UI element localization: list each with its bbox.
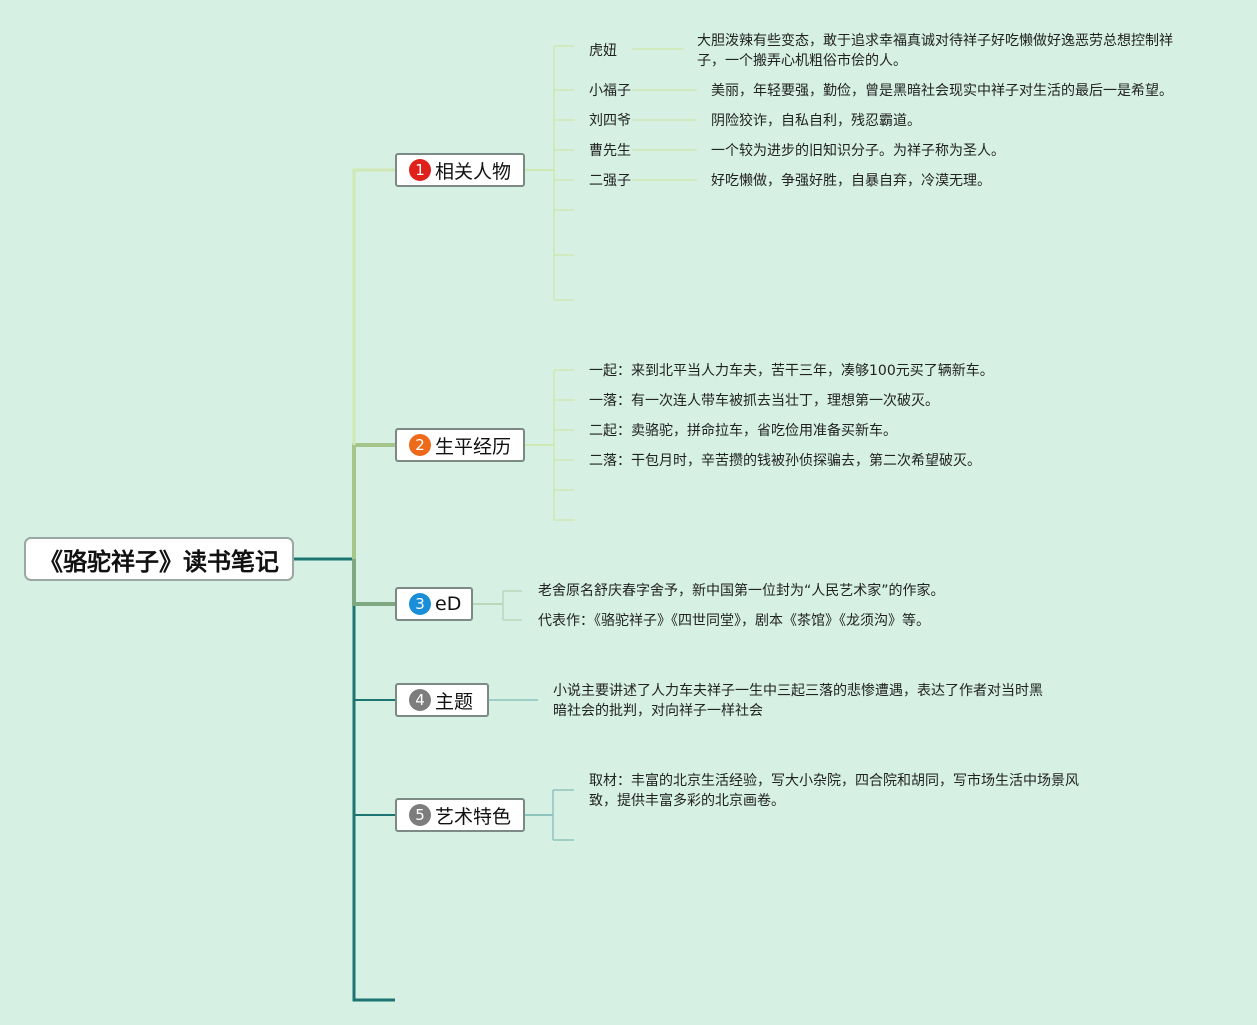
- author-info: 老舍原名舒庆春字舍予，新中国第一位封为“人民艺术家”的作家。: [538, 583, 945, 599]
- character-name: 虎妞: [589, 43, 617, 59]
- number-badge-1: 1: [409, 159, 431, 181]
- branch-label: 相关人物: [435, 160, 512, 183]
- root-topic[interactable]: 《骆驼祥子》读书笔记: [24, 537, 294, 581]
- branch-label: eD: [435, 593, 462, 615]
- number-badge-2: 2: [409, 434, 431, 456]
- branch-label: 艺术特色: [435, 805, 512, 828]
- life-event: 二落：干包月时，辛苦攒的钱被孙侦探骗去，第二次希望破灭。: [589, 453, 981, 469]
- branch-related-characters[interactable]: 1 相关人物: [395, 153, 525, 187]
- branch-author[interactable]: 3 eD: [395, 587, 473, 621]
- character-desc: 好吃懒做，争强好胜，自暴自弃，冷漠无理。: [711, 173, 991, 189]
- character-desc: 阴险狡诈，自私自利，残忍霸道。: [711, 113, 921, 129]
- life-event: 一落：有一次连人带车被抓去当壮丁，理想第一次破灭。: [589, 393, 939, 409]
- branch-label: 主题: [435, 690, 474, 713]
- character-name: 刘四爷: [589, 113, 631, 129]
- author-info: 代表作：《骆驼祥子》《四世同堂》，剧本《茶馆》《龙须沟》等。: [538, 613, 930, 629]
- character-desc: 美丽，年轻要强，勤俭，曾是黑暗社会现实中祥子对生活的最后一是希望。: [711, 83, 1173, 99]
- root-title: 《骆驼祥子》读书笔记: [39, 547, 279, 576]
- character-desc: 一个较为进步的旧知识分子。为祥子称为圣人。: [711, 143, 1005, 159]
- life-event: 一起：来到北平当人力车夫，苦干三年，凑够100元买了辆新车。: [589, 363, 994, 379]
- number-badge-5: 5: [409, 804, 431, 826]
- character-name: 小福子: [589, 83, 631, 99]
- theme-text: 小说主要讲述了人力车夫祥子一生中三起三落的悲惨遭遇，表达了作者对当时黑暗社会的批…: [553, 683, 1043, 719]
- number-badge-4: 4: [409, 689, 431, 711]
- character-desc: 大胆泼辣有些变态，敢于追求幸福真诚对待祥子好吃懒做好逸恶劳总想控制祥子，一个搬弄…: [697, 33, 1173, 69]
- character-name: 曹先生: [589, 143, 631, 159]
- life-event: 二起：卖骆驼，拼命拉车，省吃俭用准备买新车。: [589, 423, 897, 439]
- number-badge-3: 3: [409, 593, 431, 615]
- artistic-feature-text: 取材：丰富的北京生活经验，写大小杂院，四合院和胡同，写市场生活中场景风致，提供丰…: [589, 773, 1079, 809]
- branch-theme[interactable]: 4 主题: [395, 683, 489, 717]
- branch-artistic-features[interactable]: 5 艺术特色: [395, 798, 525, 832]
- branch-life-experience[interactable]: 2 生平经历: [395, 428, 525, 462]
- character-name: 二强子: [589, 173, 631, 189]
- branch-label: 生平经历: [435, 435, 512, 458]
